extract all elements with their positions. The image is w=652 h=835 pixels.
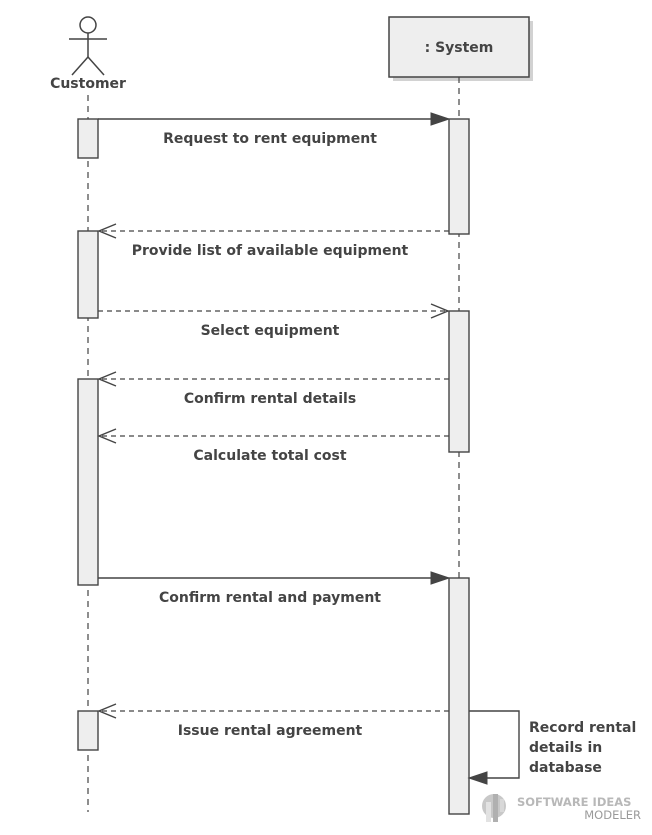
customer-activation [77, 710, 99, 751]
message-label: Issue rental agreement [178, 723, 363, 739]
open-arrowhead-icon [97, 223, 117, 239]
watermark: SOFTWARE IDEAS MODELER [482, 794, 641, 822]
actor-right-leg [87, 56, 105, 76]
open-arrowhead-icon [430, 303, 450, 319]
logo-bar [500, 799, 504, 812]
self-message-label-line: details in [529, 740, 602, 756]
message-calculate-total-cost[interactable]: Calculate total cost [97, 428, 449, 464]
open-arrowhead-icon [97, 428, 117, 444]
message-label: Confirm rental details [184, 391, 356, 407]
self-message-label-line: database [529, 760, 602, 776]
filled-arrowhead-icon [430, 112, 451, 126]
customer-actor[interactable]: Customer [50, 16, 126, 92]
self-message-label-line: Record rental [529, 720, 636, 736]
system-activation [448, 310, 470, 453]
self-message-record-rental[interactable]: Record rental details in database [467, 710, 636, 785]
logo-bar [493, 794, 498, 822]
self-message-line [469, 710, 520, 779]
system-activation [448, 118, 470, 235]
message-select-equipment[interactable]: Select equipment [98, 303, 450, 339]
actor-name: Customer [50, 76, 126, 92]
logo-bar [486, 802, 491, 822]
open-arrowhead-icon [97, 371, 117, 387]
message-label: Request to rent equipment [163, 131, 377, 147]
open-arrowhead-icon [97, 703, 117, 719]
watermark-sub-text: MODELER [584, 808, 641, 822]
message-issue-rental-agreement[interactable]: Issue rental agreement [97, 703, 449, 739]
system-name: : System [425, 40, 494, 56]
software-ideas-logo-icon [482, 794, 506, 822]
message-request-to-rent[interactable]: Request to rent equipment [98, 112, 451, 147]
customer-activation [77, 118, 99, 159]
system-object[interactable]: : System [388, 16, 533, 81]
message-label: Select equipment [201, 323, 340, 339]
message-label: Provide list of available equipment [132, 243, 409, 259]
system-box [388, 16, 530, 78]
message-provide-list[interactable]: Provide list of available equipment [97, 223, 449, 259]
system-activation [448, 577, 470, 815]
watermark-main-text: SOFTWARE IDEAS [517, 795, 631, 809]
filled-arrowhead-icon [430, 571, 451, 585]
customer-activation [77, 230, 99, 319]
message-label: Confirm rental and payment [159, 590, 381, 606]
message-confirm-rental-details[interactable]: Confirm rental details [97, 371, 449, 407]
message-confirm-rental-payment[interactable]: Confirm rental and payment [98, 571, 451, 606]
actor-head-icon [79, 16, 97, 34]
message-label: Calculate total cost [193, 448, 346, 464]
actor-left-leg [71, 56, 89, 76]
customer-activation [77, 378, 99, 586]
filled-arrowhead-icon [467, 771, 488, 785]
